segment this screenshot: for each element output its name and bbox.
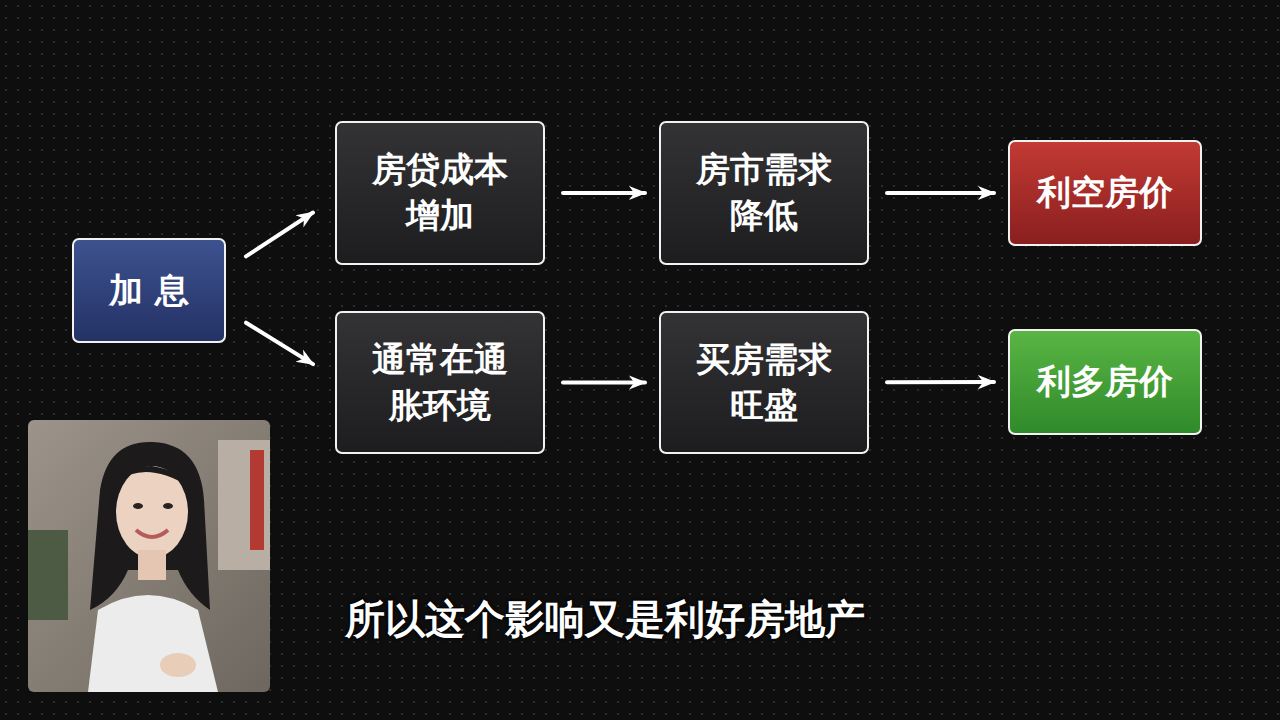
result-box: 利空房价 xyxy=(1008,140,1202,246)
node-label: 买房需求 旺盛 xyxy=(679,337,849,429)
flow-arrow xyxy=(887,380,994,384)
node-label: 利空房价 xyxy=(1037,170,1173,216)
flow-arrow xyxy=(246,323,313,364)
node-label: 房市需求 降低 xyxy=(679,147,849,239)
process-box: 买房需求 旺盛 xyxy=(659,311,869,454)
flow-arrow xyxy=(563,191,645,195)
flow-arrow xyxy=(246,213,313,257)
start-box: 加 息 xyxy=(72,238,226,343)
caption: 所以这个影响又是利好房地产 xyxy=(345,592,865,647)
result-box: 利多房价 xyxy=(1008,329,1202,435)
node-label: 房贷成本 增加 xyxy=(355,147,525,239)
presenter-photo xyxy=(28,420,270,692)
node-label: 利多房价 xyxy=(1037,359,1173,405)
node-label: 通常在通 胀环境 xyxy=(355,337,525,429)
flow-arrow xyxy=(887,191,994,195)
flow-arrow xyxy=(563,381,645,385)
process-box: 房贷成本 增加 xyxy=(335,121,545,265)
node-label: 加 息 xyxy=(109,268,189,314)
process-box: 房市需求 降低 xyxy=(659,121,869,265)
process-box: 通常在通 胀环境 xyxy=(335,311,545,454)
